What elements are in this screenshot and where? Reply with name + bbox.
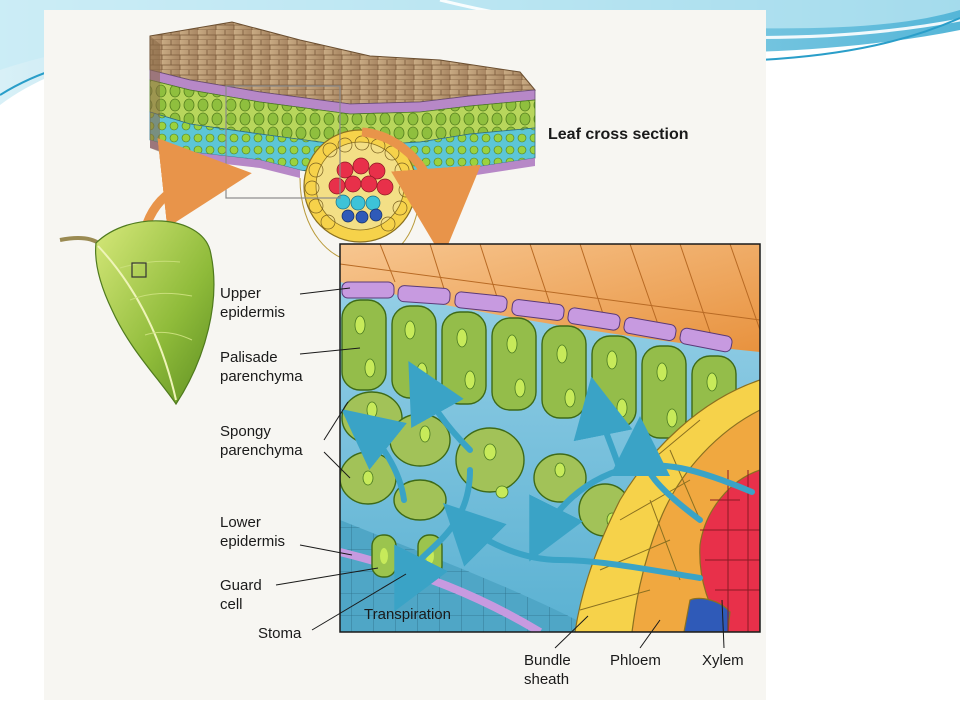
zoom-arrow-icon	[361, 127, 481, 258]
label-xylem: Xylem	[702, 652, 744, 669]
label-guard-cell: Guard cell	[220, 577, 262, 613]
label-palisade-parenchyma: Palisade parenchyma	[220, 349, 303, 385]
label-phloem: Phloem	[610, 652, 661, 669]
leaf-illustration-icon	[59, 220, 215, 406]
leaf-block-3d-icon	[149, 21, 536, 263]
label-upper-epidermis: Upper epidermis	[220, 285, 286, 321]
label-spongy-parenchyma: Spongy parenchyma	[220, 423, 303, 459]
diagram-title: Leaf cross section	[548, 126, 689, 143]
enlarged-inset	[340, 244, 760, 632]
label-lower-epidermis: Lower epidermis	[220, 514, 286, 550]
label-stoma: Stoma	[258, 625, 302, 642]
label-bundle-sheath: Bundle sheath	[524, 652, 571, 688]
label-transpiration: Transpiration	[364, 606, 451, 623]
